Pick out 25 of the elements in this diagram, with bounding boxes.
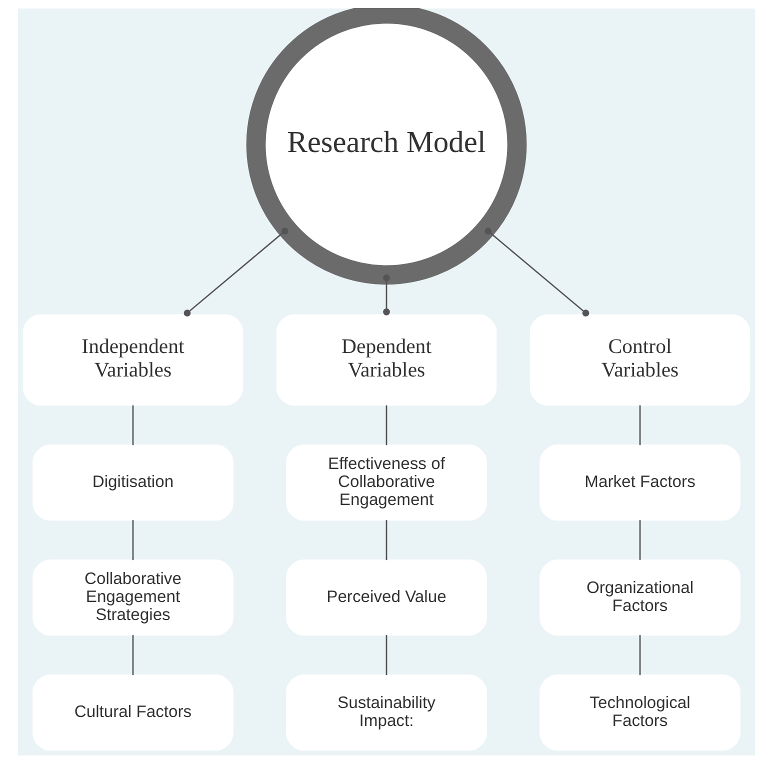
connector <box>638 405 640 446</box>
connector <box>132 635 134 676</box>
node-box: Technological Factors <box>539 674 740 751</box>
node-box: Cultural Factors <box>32 674 233 751</box>
node-box: Sustainability Impact: <box>286 674 486 751</box>
node-box: Independent Variables <box>22 314 243 406</box>
node-box: Market Factors <box>539 444 740 521</box>
connector <box>132 405 134 446</box>
connector <box>385 405 387 446</box>
node-circle: Research Model <box>246 8 526 285</box>
node-box: Organizational Factors <box>539 559 740 636</box>
node-box: Effectiveness of Collaborative Engagement <box>286 444 486 521</box>
connector <box>638 635 640 676</box>
node-box: Digitisation <box>32 444 233 521</box>
connector <box>183 228 288 317</box>
connector <box>132 520 134 560</box>
node-box: Control Variables <box>529 314 750 406</box>
connector <box>385 635 387 676</box>
node-box: Dependent Variables <box>276 314 496 406</box>
node-box: Collaborative Engagement Strategies <box>32 559 233 636</box>
connector <box>382 274 390 316</box>
node-box: Perceived Value <box>286 559 486 636</box>
connector <box>385 520 387 560</box>
connector <box>484 228 589 317</box>
connector <box>638 520 640 560</box>
